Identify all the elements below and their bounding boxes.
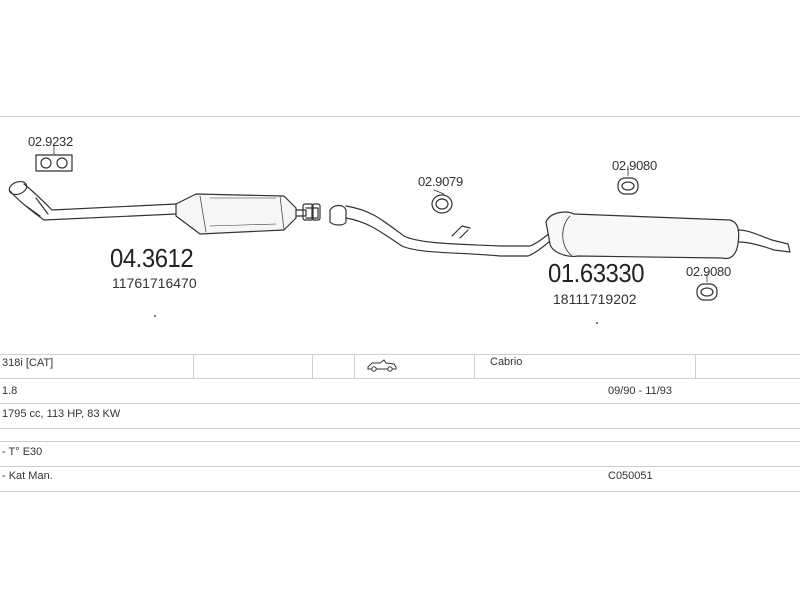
rear-silencer-icon	[545, 211, 791, 260]
intermediate-pipe-icon	[329, 204, 557, 257]
catalytic-converter-part-number: 04.3612	[110, 243, 194, 273]
cell-divider	[193, 354, 194, 378]
exhaust-system-drawing	[8, 143, 791, 301]
table-row: 1795 cc, 113 HP, 83 KW	[0, 404, 800, 429]
table-row: - T° E30	[0, 442, 800, 467]
vehicle-info-table: 318i [CAT] Cabrio 1.8 09/90 - 11/93 1795…	[0, 354, 800, 492]
engine-size-cell: 1.8	[2, 385, 18, 397]
convertible-car-icon	[366, 354, 398, 378]
table-row	[0, 429, 800, 442]
ring-part-number: 02.9079	[418, 174, 463, 189]
convertible-car-icon	[367, 359, 397, 372]
ring-icon	[617, 165, 639, 195]
rear-silencer-part-number: 01.63330	[548, 258, 645, 288]
clamp-icon	[302, 203, 321, 221]
model-cell: 318i [CAT]	[2, 357, 54, 369]
marker-dot	[596, 322, 598, 324]
table-top-divider	[0, 354, 800, 355]
cell-divider	[312, 354, 313, 378]
gasket-part-number: 02.9232	[28, 134, 73, 149]
ring-icon	[431, 189, 453, 214]
front-pipe-icon	[8, 180, 177, 221]
ring-part-number: 02.9080	[612, 158, 657, 173]
rear-silencer-oem-number: 18111719202	[553, 291, 637, 307]
production-years-cell: 09/90 - 11/93	[608, 385, 673, 397]
exhaust-diagram: 02.9232 04.3612 11761716470 02.9079 02.9…	[0, 118, 800, 350]
marker-dot	[154, 315, 156, 317]
engine-power-cell: 1795 cc, 113 HP, 83 KW	[2, 408, 121, 420]
catalyst-cell: - Kat Man.	[2, 470, 53, 482]
body-type-cell: Cabrio	[490, 356, 523, 368]
table-row: 318i [CAT] Cabrio	[0, 354, 800, 379]
top-divider	[0, 116, 800, 117]
cell-divider	[695, 354, 696, 378]
ring-part-number: 02.9080	[686, 264, 731, 279]
table-row: - Kat Man. C050051	[0, 467, 800, 492]
gasket-icon	[35, 143, 73, 172]
catalytic-converter-oem-number: 11761716470	[112, 275, 197, 291]
vehicle-type-cell: - T° E30	[2, 446, 43, 458]
catalyst-code-cell: C050051	[608, 470, 653, 482]
ring-icon	[696, 273, 718, 301]
catalytic-converter-icon	[175, 193, 319, 235]
table-row: 1.8 09/90 - 11/93	[0, 379, 800, 404]
cell-divider	[354, 354, 355, 378]
cell-divider	[474, 354, 475, 378]
